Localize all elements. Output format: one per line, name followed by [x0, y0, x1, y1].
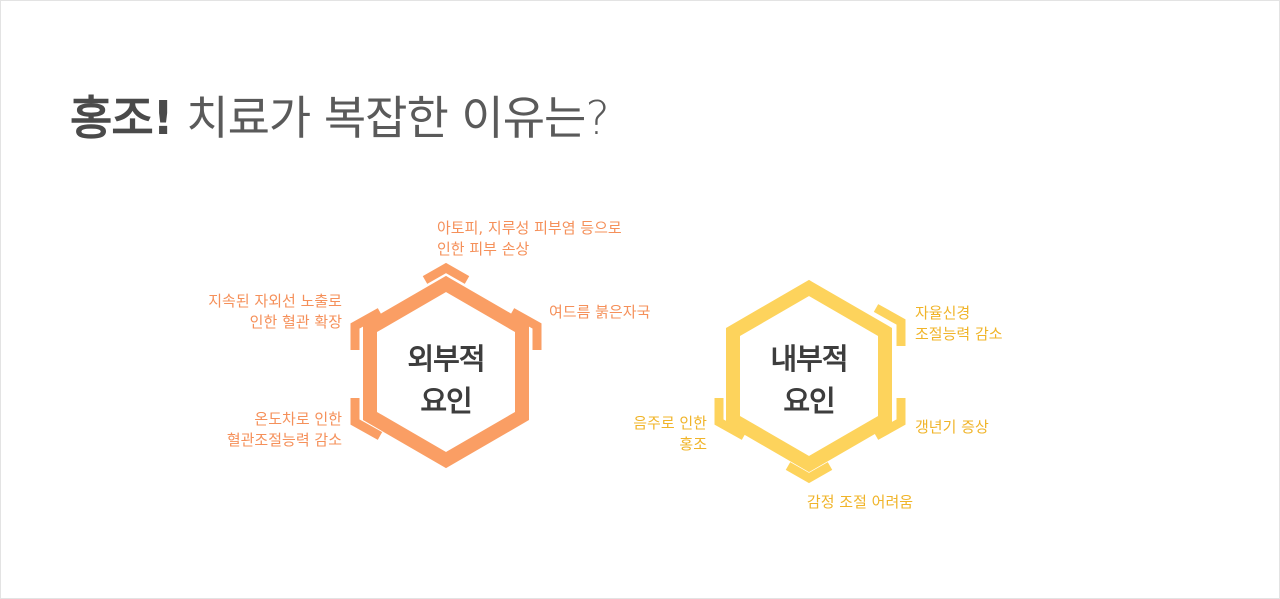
internal-hexagon [726, 279, 892, 473]
internal-factor-menopause: 갱년기 증상 [915, 418, 989, 436]
internal-factor-autonomic: 자율신경 조절능력 감소 [915, 304, 1003, 343]
internal-factor-alcohol: 음주로 인한 홍조 [633, 414, 707, 453]
external-segment-top-right [509, 308, 542, 350]
page-title: 홍조! 치료가 복잡한 이유는? [70, 82, 610, 148]
external-hexagon-group [350, 262, 542, 469]
internal-segment-upper-right [873, 304, 906, 346]
external-factor-temperature: 온도차로 인한 혈관조절능력 감소 [226, 410, 342, 449]
external-factor-skin-damage: 아토피, 지루성 피부염 등으로 인한 피부 손상 [437, 219, 622, 258]
internal-title: 내부적 요인 [749, 338, 869, 422]
external-title: 외부적 요인 [386, 338, 506, 422]
external-segment-upper-left [350, 308, 383, 350]
external-factor-acne-marks: 여드름 붉은자국 [549, 303, 651, 321]
external-factor-uv-exposure: 지속된 자외선 노출로 인한 혈관 확장 [208, 292, 342, 331]
internal-segment-bottom [785, 462, 833, 484]
internal-factor-emotion: 감정 조절 어려움 [806, 493, 914, 511]
internal-title-line1: 내부적 [770, 342, 848, 376]
external-hexagon [363, 275, 529, 469]
internal-hexagon-group [714, 279, 906, 484]
title-emphasis: 홍조! [70, 91, 174, 145]
internal-segment-lower-right [873, 398, 906, 440]
internal-segment-lower-left [714, 398, 747, 440]
external-segment-lower-left [350, 398, 383, 440]
external-title-line2: 요인 [420, 384, 472, 418]
internal-title-line2: 요인 [783, 384, 835, 418]
external-title-line1: 외부적 [407, 342, 485, 376]
title-question: 치료가 복잡한 이유는? [186, 91, 610, 145]
external-segment-top [422, 262, 470, 284]
